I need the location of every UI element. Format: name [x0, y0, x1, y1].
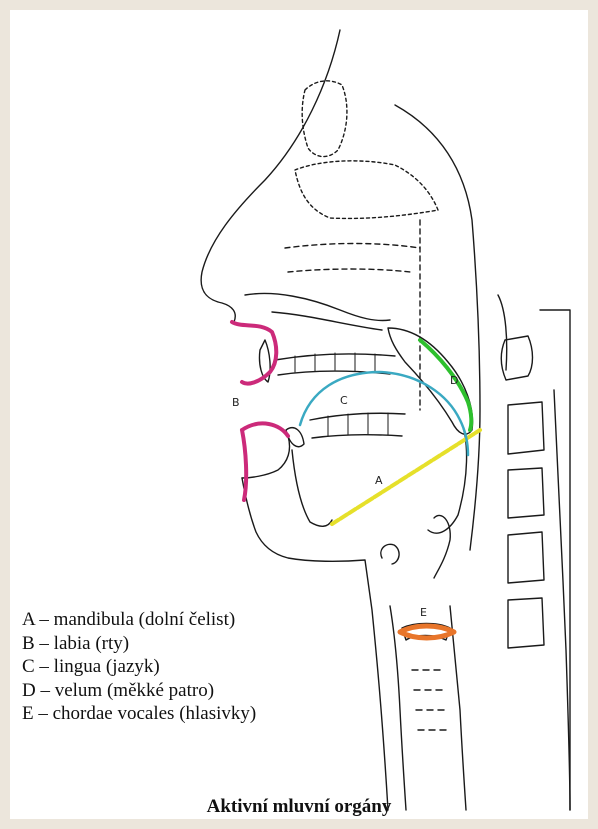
vertebra-c3 [508, 468, 544, 518]
part-label-e: E [420, 606, 427, 619]
nasal-bone-outline [302, 81, 347, 157]
trachea-rings [412, 670, 448, 730]
vertebra-c5 [508, 598, 544, 648]
figure-card: A B C D E A – mandibula (dolní čelist) B… [10, 10, 588, 819]
vertebra-c2 [508, 402, 544, 454]
epiglottis [434, 515, 450, 578]
face-profile-outline [201, 30, 340, 322]
vertebra-c4 [508, 532, 544, 583]
hard-palate-outline [245, 293, 390, 320]
legend-item-lingua: C – lingua (jazyk) [22, 655, 256, 679]
mandible-highlight [332, 430, 480, 524]
nasal-cavity-outline [295, 161, 438, 219]
lower-teeth-row [310, 413, 405, 438]
nasal-concha-line [285, 244, 420, 249]
legend-item-mandibula: A – mandibula (dolní čelist) [22, 608, 256, 632]
chin-neck-outline [242, 478, 388, 810]
vertebral-column-line [554, 390, 570, 810]
larynx-front [390, 606, 406, 810]
nasal-concha-line-lower [288, 269, 410, 272]
hard-palate-lower [272, 312, 382, 330]
vocal-folds-highlight [400, 626, 454, 638]
legend-item-chordae-vocales: E – chordae vocales (hlasivky) [22, 702, 256, 726]
mandible-outline [292, 450, 332, 526]
legend-item-velum: D – velum (měkké patro) [22, 679, 256, 703]
part-label-a: A [375, 474, 383, 487]
legend: A – mandibula (dolní čelist) B – labia (… [22, 608, 256, 726]
hyoid-bone [381, 544, 399, 564]
part-label-b: B [232, 396, 240, 409]
part-label-c: C [340, 394, 348, 407]
part-label-d: D [450, 374, 458, 387]
legend-item-labia: B – labia (rty) [22, 632, 256, 656]
figure-title: Aktivní mluvní orgány [10, 796, 588, 818]
spine-outline [498, 295, 570, 810]
larynx-back [450, 606, 466, 810]
lower-teeth-separators [328, 413, 388, 436]
